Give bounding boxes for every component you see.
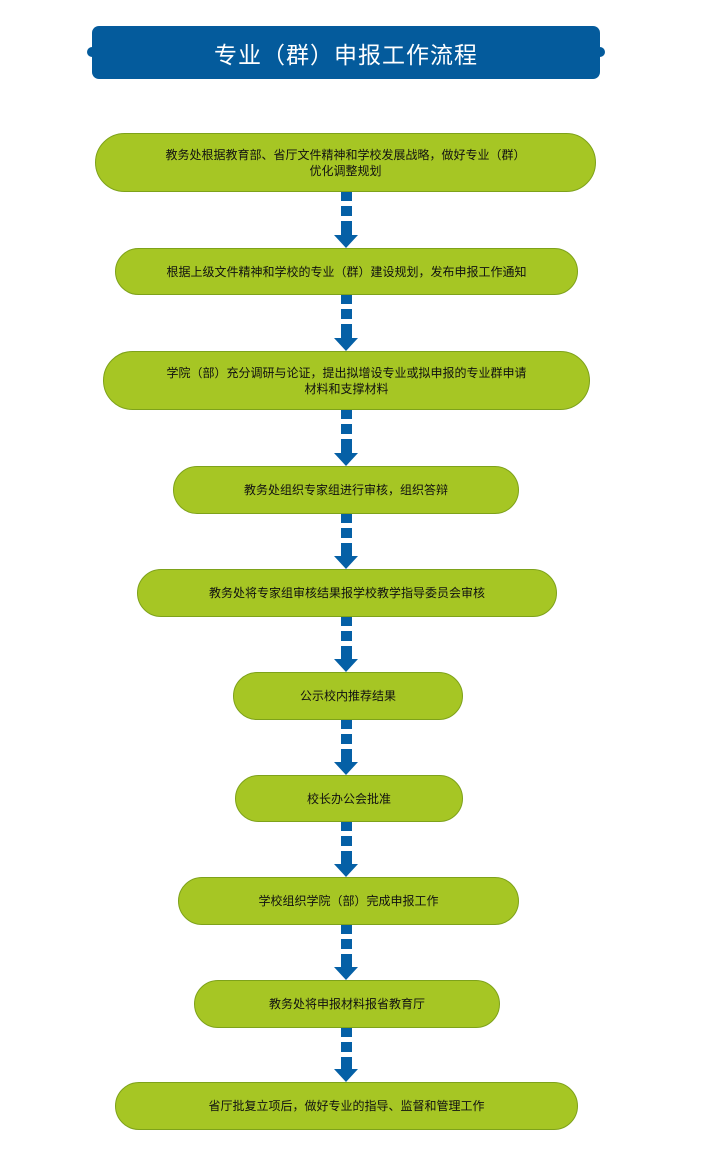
down-arrow-icon: [334, 822, 358, 877]
arrow-dash: [341, 1042, 352, 1052]
down-arrow-icon: [334, 410, 358, 466]
down-arrow-icon: [334, 514, 358, 569]
step-4-text: 教务处组织专家组进行审核，组织答辩: [243, 483, 448, 497]
down-arrow-icon: [334, 295, 358, 351]
down-arrow-icon: [334, 925, 358, 980]
arrow-dash: [341, 631, 352, 641]
arrow-head: [334, 1069, 358, 1082]
arrow-head: [334, 338, 358, 351]
arrow-dash: [341, 192, 352, 201]
step-7: 校长办公会批准: [235, 775, 463, 822]
arrow-dash: [341, 514, 352, 523]
step-9: 教务处将申报材料报省教育厅: [194, 980, 500, 1028]
arrow-dash: [341, 543, 352, 557]
arrow-dash: [341, 822, 352, 831]
arrow-head: [334, 556, 358, 569]
arrow-dash: [341, 954, 352, 968]
arrow-dash: [341, 439, 352, 454]
arrow-dash: [341, 295, 352, 304]
step-2: 根据上级文件精神和学校的专业（群）建设规划，发布申报工作通知: [115, 248, 578, 295]
arrow-dash: [341, 851, 352, 865]
arrow-head: [334, 659, 358, 672]
down-arrow-icon: [334, 617, 358, 672]
step-8-text: 学校组织学院（部）完成申报工作: [258, 894, 439, 908]
arrow-dash: [341, 925, 352, 934]
step-10-text: 省厅批复立项后，做好专业的指导、监督和管理工作: [208, 1099, 485, 1113]
arrow-dash: [341, 410, 352, 419]
step-4: 教务处组织专家组进行审核，组织答辩: [173, 466, 519, 514]
arrow-head: [334, 762, 358, 775]
arrow-head: [334, 967, 358, 980]
step-5-text: 教务处将专家组审核结果报学校教学指导委员会审核: [208, 586, 485, 600]
arrow-dash: [341, 324, 352, 339]
arrow-dash: [341, 617, 352, 626]
arrow-dash: [341, 749, 352, 763]
arrow-head: [334, 864, 358, 877]
arrow-dash: [341, 1057, 352, 1070]
arrow-dash: [341, 939, 352, 949]
step-6: 公示校内推荐结果: [233, 672, 463, 720]
arrow-dash: [341, 309, 352, 319]
arrow-dash: [341, 206, 352, 216]
arrow-dash: [341, 528, 352, 538]
arrow-dash: [341, 221, 352, 236]
arrow-dash: [341, 836, 352, 846]
step-5: 教务处将专家组审核结果报学校教学指导委员会审核: [137, 569, 557, 617]
step-1: 教务处根据教育部、省厅文件精神和学校发展战略，做好专业（群）优化调整规划: [95, 133, 596, 192]
arrow-dash: [341, 734, 352, 744]
step-10: 省厅批复立项后，做好专业的指导、监督和管理工作: [115, 1082, 578, 1130]
arrow-head: [334, 235, 358, 248]
down-arrow-icon: [334, 192, 358, 248]
arrow-dash: [341, 646, 352, 660]
down-arrow-icon: [334, 720, 358, 775]
step-9-text: 教务处将申报材料报省教育厅: [268, 997, 425, 1011]
down-arrow-icon: [334, 1028, 358, 1082]
arrow-head: [334, 453, 358, 466]
step-2-text: 根据上级文件精神和学校的专业（群）建设规划，发布申报工作通知: [166, 264, 527, 279]
step-7-text: 校长办公会批准: [306, 791, 391, 806]
step-3-line-2: 材料和支撑材料: [304, 381, 389, 396]
flowchart-title: 专业（群）申报工作流程: [87, 26, 605, 79]
arrow-dash: [341, 1028, 352, 1037]
step-1-line-2: 优化调整规划: [309, 163, 382, 178]
arrow-dash: [341, 720, 352, 729]
step-6-text: 公示校内推荐结果: [299, 689, 396, 703]
step-3: 学院（部）充分调研与论证，提出拟增设专业或拟申报的专业群申请材料和支撑材料: [103, 351, 590, 410]
step-8: 学校组织学院（部）完成申报工作: [178, 877, 519, 925]
arrow-dash: [341, 424, 352, 434]
step-1-line-1: 教务处根据教育部、省厅文件精神和学校发展战略，做好专业（群）: [165, 147, 526, 162]
step-3-line-1: 学院（部）充分调研与论证，提出拟增设专业或拟申报的专业群申请: [166, 365, 527, 380]
